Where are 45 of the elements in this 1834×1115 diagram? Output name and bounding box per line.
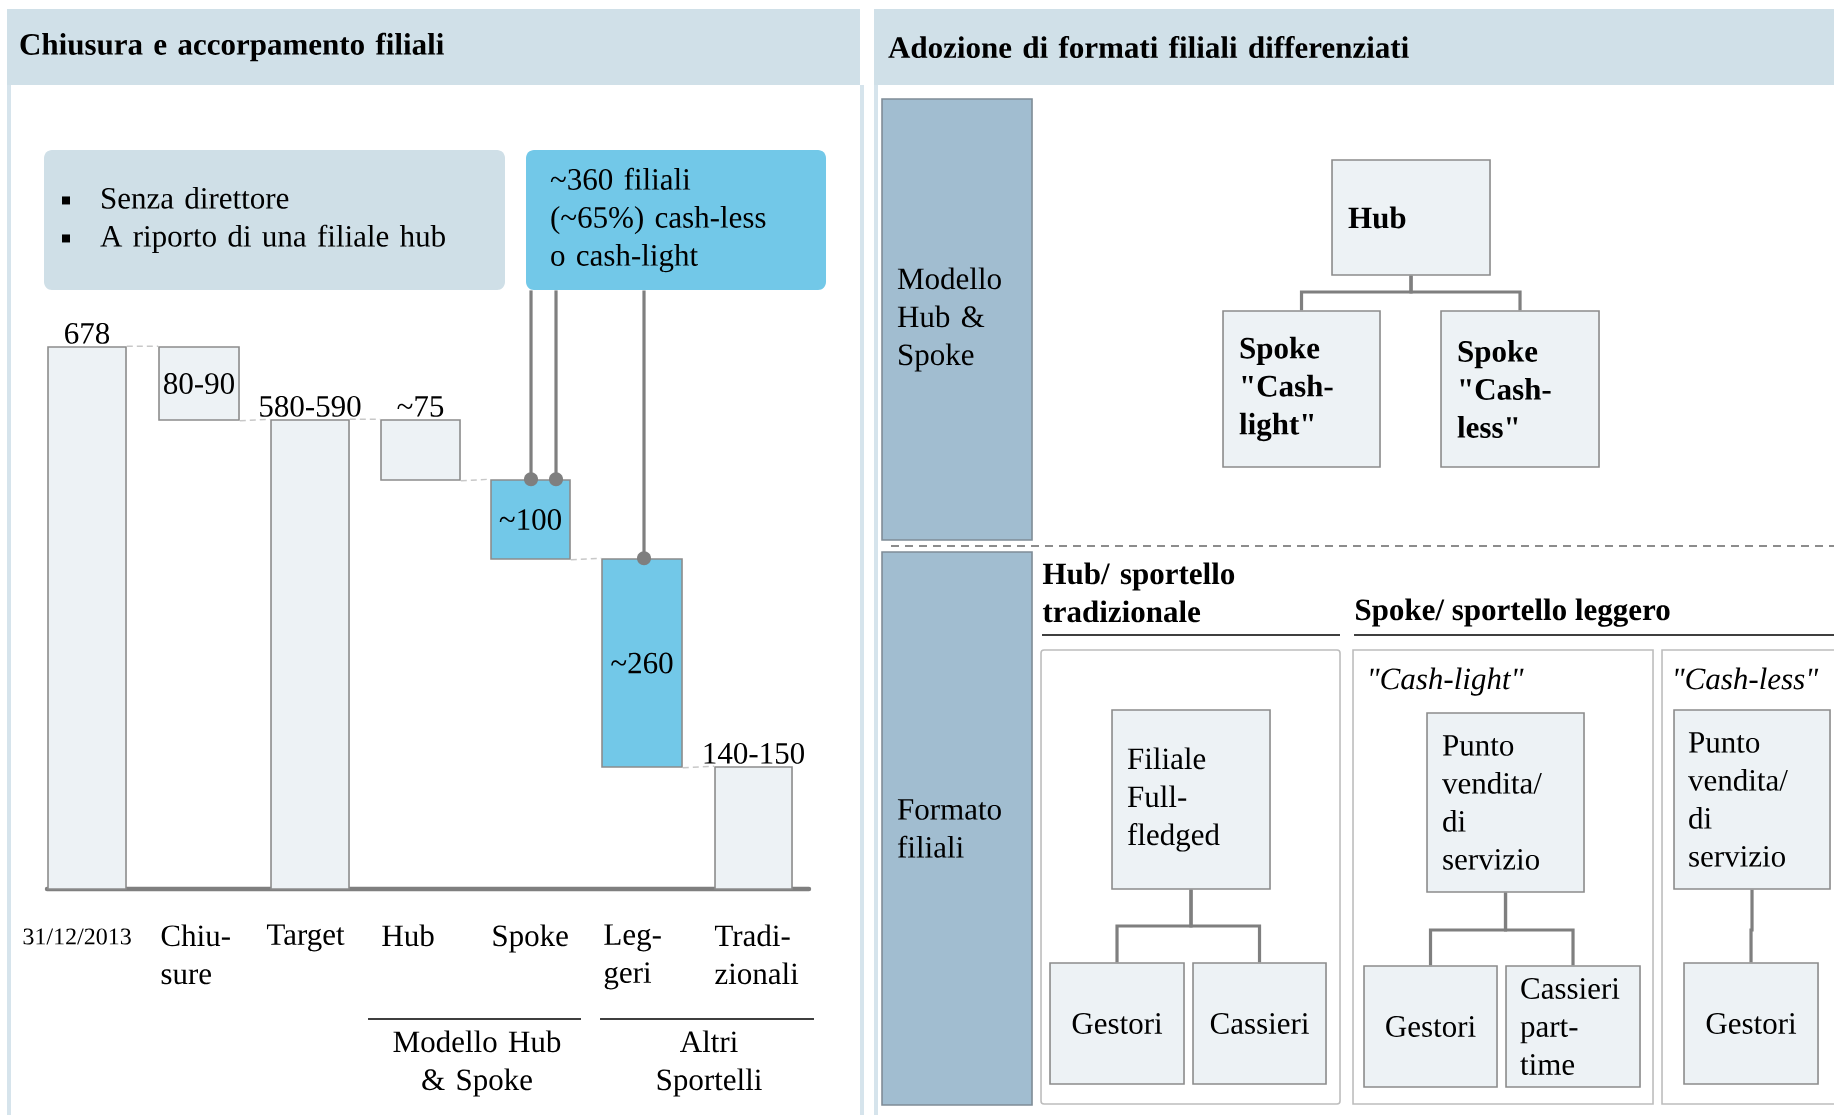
leader-line [637, 290, 651, 566]
org-box: Cassieri part-time [1505, 965, 1641, 1088]
waterfall-bar: 580-590 [260, 395, 361, 890]
leader-line [549, 290, 563, 487]
node-label: 580-590 [260, 395, 361, 417]
header-band: Chiusura e accorpamento filiali [7, 9, 860, 85]
category-label: Chiu-sure [161, 924, 230, 985]
note-box: Senza direttore A riporto di una filiale hub [44, 150, 505, 290]
waterfall-bar: 678 [47, 322, 127, 890]
category-band: Modello Hub & Spoke [881, 98, 1033, 541]
tree-connector [1503, 892, 1575, 966]
node-label: 140-150 [704, 742, 804, 764]
callout-box: ~360 filiali (~65%) cash-less o cash-light [526, 150, 826, 290]
org-box: Hub [1331, 159, 1491, 276]
waterfall-bar: ~260 [601, 558, 683, 768]
waterfall-bar: ~100 [490, 479, 571, 560]
category-label: Spoke [493, 924, 568, 953]
section-heading: Spoke/ sportello leggero [1356, 598, 1670, 627]
leader-line [524, 290, 538, 487]
org-box: Punto vendita/ di servizio [1673, 709, 1831, 890]
org-box: Cassieri [1192, 962, 1327, 1085]
org-box: Spoke "Cash-less" [1440, 310, 1600, 468]
org-box: Gestori [1683, 962, 1819, 1085]
org-box: Filiale Full-fledged [1111, 709, 1271, 890]
waterfall-bar: 80-90 [158, 346, 240, 421]
org-box: Gestori [1363, 965, 1498, 1088]
category-label: Hub [382, 924, 434, 947]
waterfall-bar: ~75 [380, 396, 461, 481]
waterfall-bar: 140-150 [704, 742, 804, 890]
section-heading: Hub/ sportello tradizionale [1042, 562, 1235, 623]
connector-line [126, 345, 159, 347]
tree-connector [1189, 889, 1262, 963]
tree-connector [1409, 275, 1522, 311]
header-band: Adozione di formati filiali differenziati [874, 9, 1834, 85]
category-band: Formato filiali [881, 551, 1033, 1106]
category-label: Tradi-zionali [715, 924, 799, 985]
node-label: ~75 [397, 396, 444, 417]
group-label: Modello Hub & Spoke [393, 1030, 561, 1097]
org-box: Punto vendita/ di servizio [1426, 712, 1585, 893]
org-box: Spoke "Cash-light" [1222, 310, 1381, 468]
node-label: 678 [65, 322, 110, 344]
group-label: Altri Sportelli [657, 1030, 762, 1097]
org-box: Gestori [1049, 962, 1185, 1085]
connector-line [682, 765, 715, 769]
tree-connector [1749, 889, 1754, 963]
